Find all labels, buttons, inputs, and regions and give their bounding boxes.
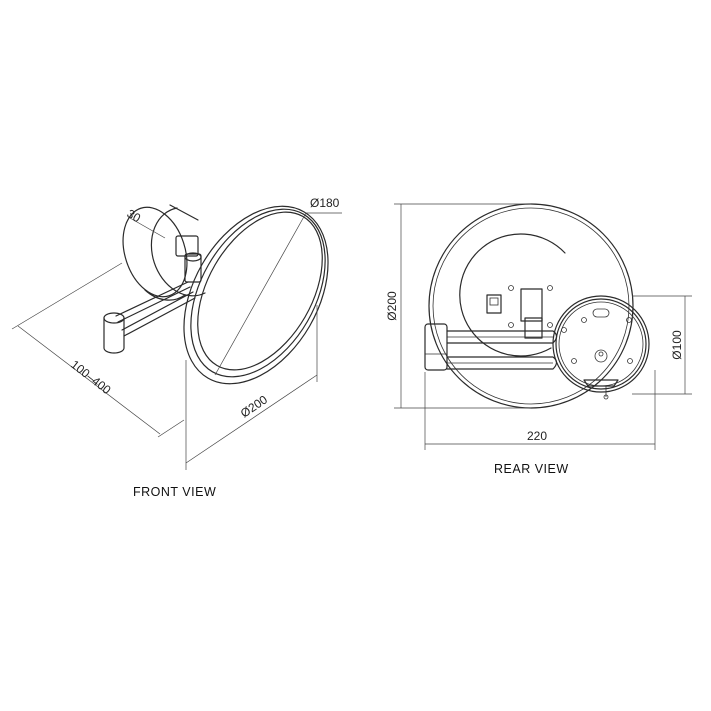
rear-arm [446, 330, 558, 370]
dim-rear-height-label: Ø200 [385, 291, 399, 321]
hinge-bracket [520, 288, 543, 339]
dim-outer-diameter-label: Ø200 [238, 392, 270, 420]
dim-rear-width: 220 [424, 370, 656, 450]
arm-end-cylinder [103, 312, 125, 354]
front-view-caption: FRONT VIEW [133, 485, 216, 499]
dim-extension-label: 100–400 [68, 357, 114, 397]
rear-view-caption: REAR VIEW [494, 462, 569, 476]
screw-icons [508, 285, 553, 328]
dim-extension: 100–400 [11, 262, 185, 438]
wall-block [424, 323, 448, 371]
rear-view: Ø200 Ø100 220 REAR VIEW [385, 203, 692, 476]
front-view: 30 Ø180 Ø200 100–400 FRONT VIEW [11, 196, 342, 499]
hinge-block [175, 235, 202, 283]
dim-inner-diameter-label: Ø180 [310, 196, 340, 210]
swing-arm [115, 281, 196, 337]
dim-small-diameter: Ø100 [632, 295, 692, 395]
dim-depth-label: 30 [125, 206, 144, 225]
switch-icon [486, 294, 502, 314]
mirror-back [428, 203, 634, 409]
dim-rear-height: Ø200 [385, 203, 531, 409]
dim-depth: 30 [125, 206, 166, 239]
dim-inner-diameter: Ø180 [214, 196, 342, 376]
magnifier-mirror [552, 295, 650, 400]
dim-small-diameter-label: Ø100 [670, 330, 684, 360]
mirror-front [183, 205, 329, 385]
dim-rear-width-label: 220 [527, 429, 547, 443]
